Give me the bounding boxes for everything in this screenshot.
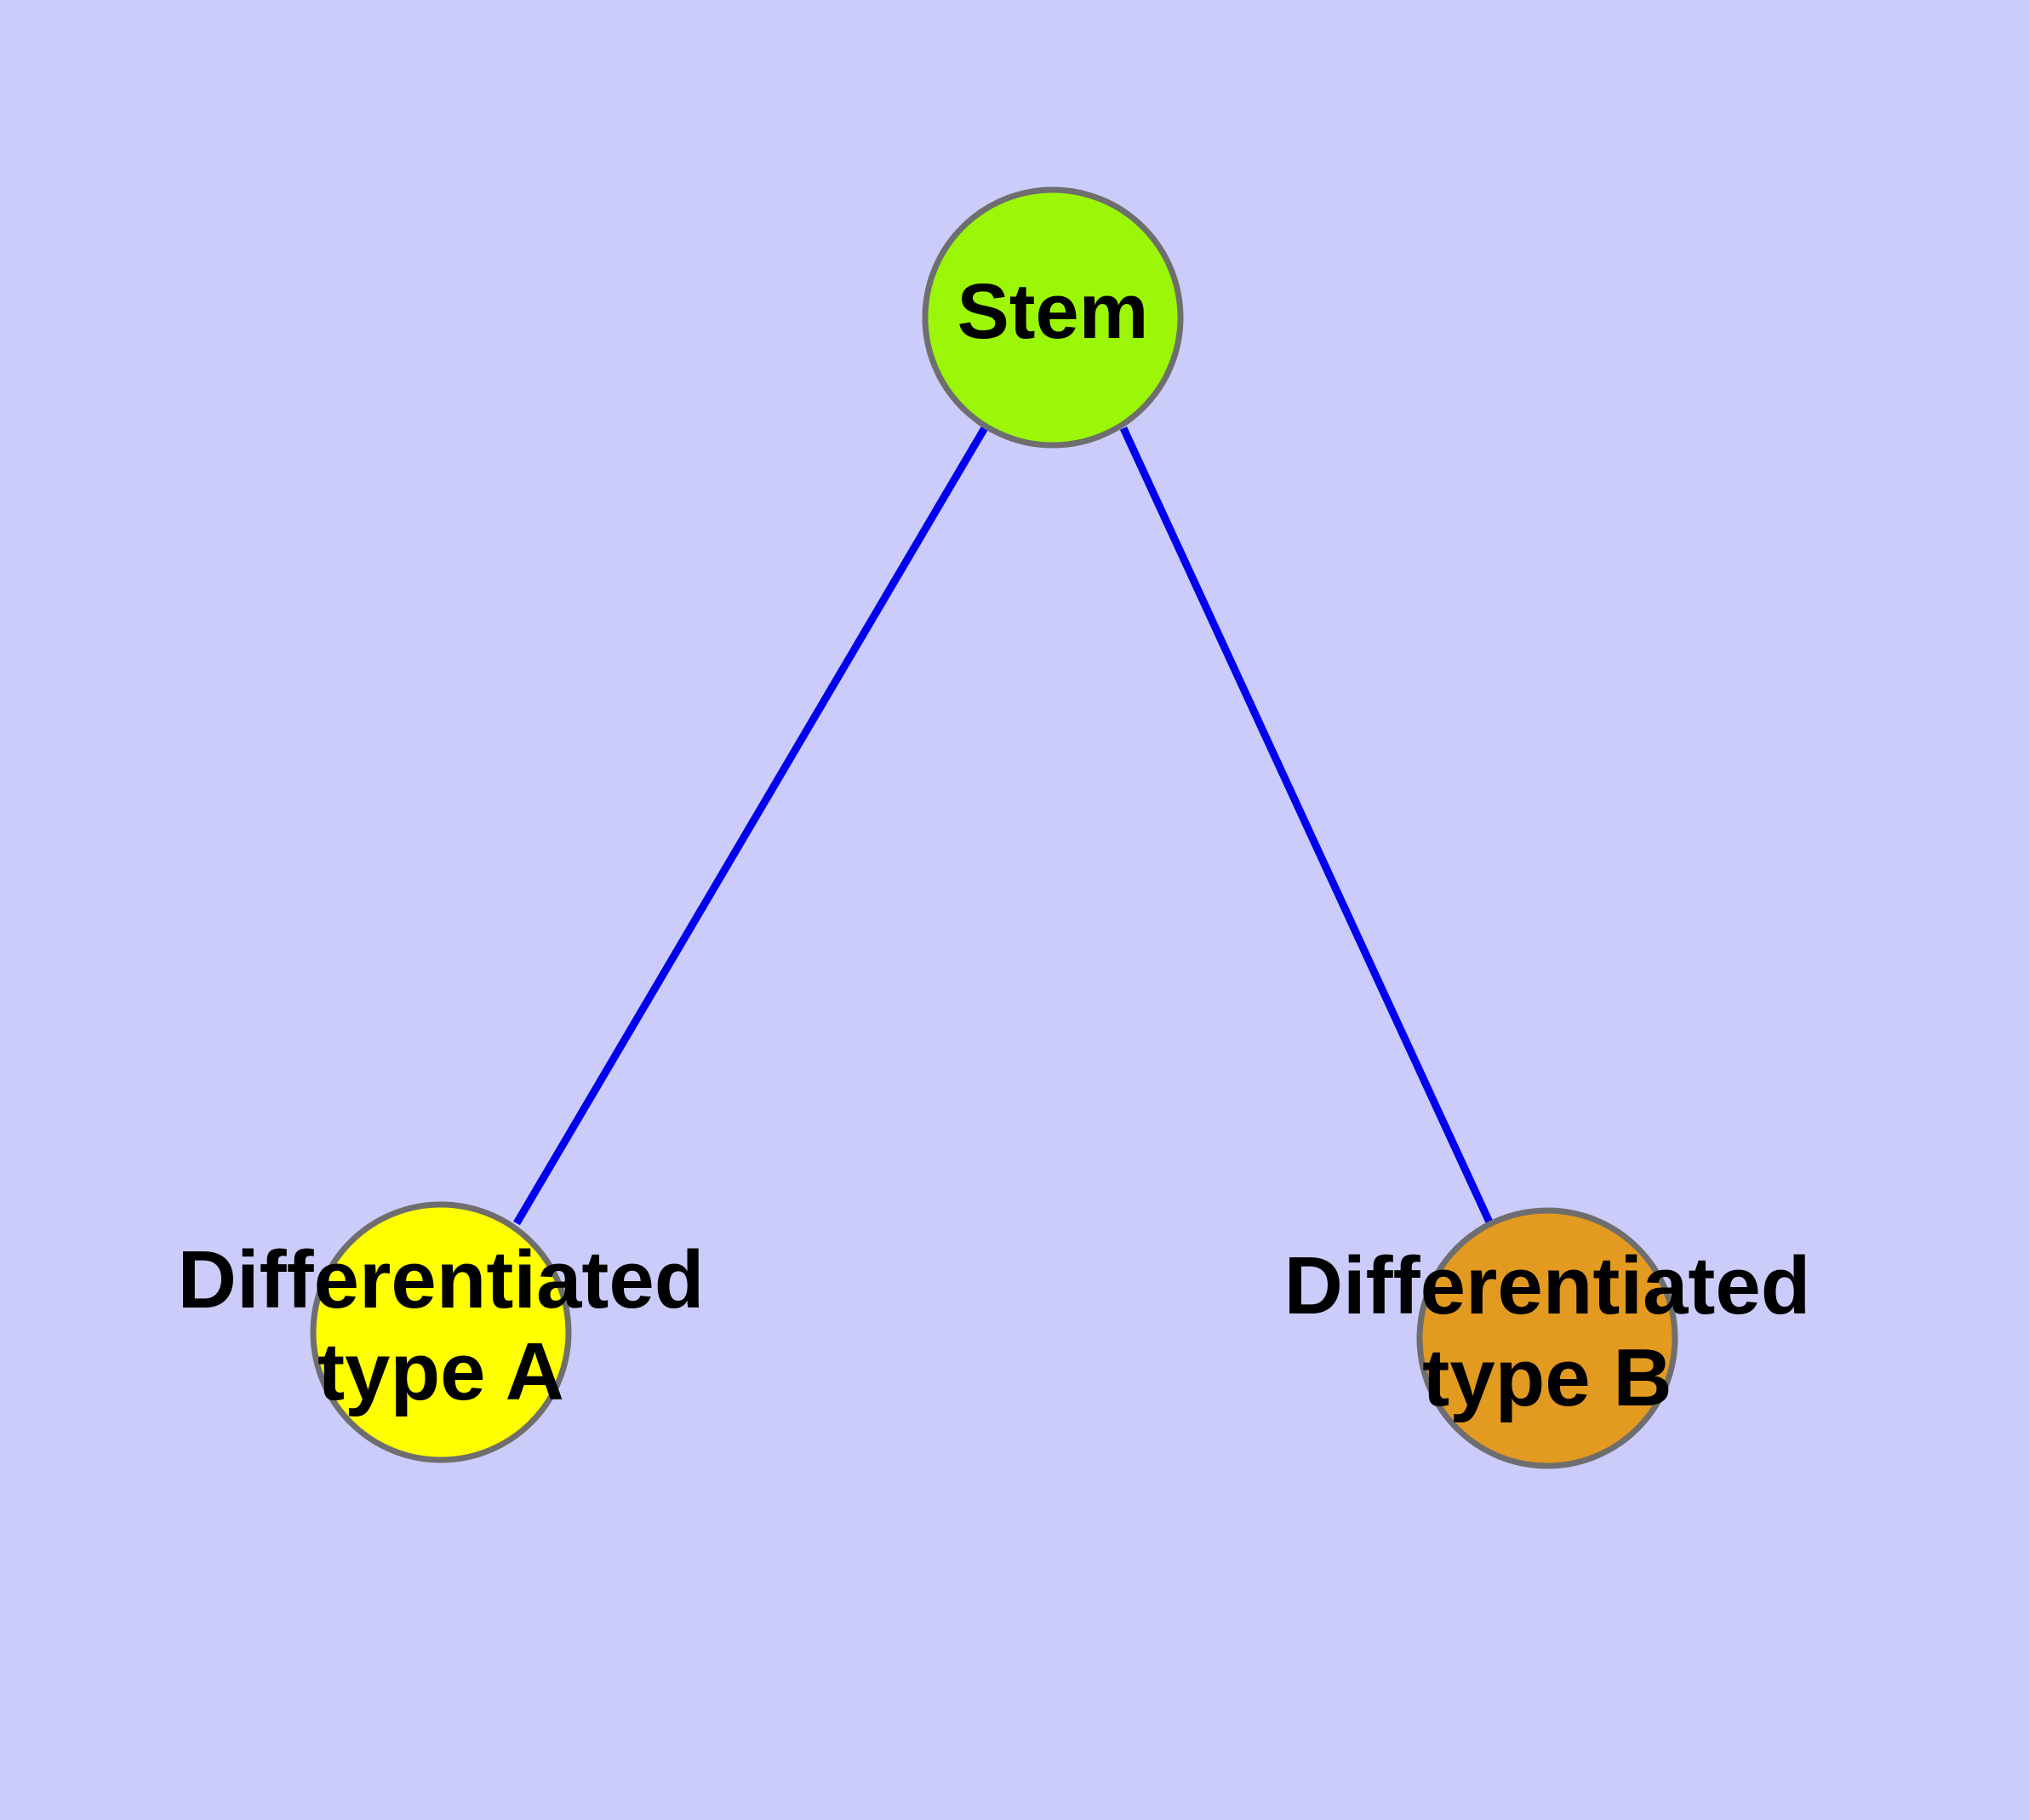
node-stem[interactable]: Stem [922,186,1184,449]
node-stem-label: Stem [957,268,1149,355]
edge-stem-to-differentiated-type-a[interactable] [513,424,989,1226]
node-label-line: type B [1422,1332,1672,1423]
node-stem-circle[interactable] [922,186,1184,449]
node-label-line: Differentiated [1284,1241,1811,1332]
node-differentiated-type-b-circle[interactable] [1416,1207,1678,1469]
edge-layer [513,424,1495,1228]
node-differentiated-type-a-circle[interactable] [310,1201,572,1463]
edge-stem-to-differentiated-type-b[interactable] [1119,426,1495,1228]
node-label-line: Stem [957,268,1149,355]
node-label-line: type A [317,1326,564,1417]
node-label-line: Differentiated [178,1235,705,1326]
